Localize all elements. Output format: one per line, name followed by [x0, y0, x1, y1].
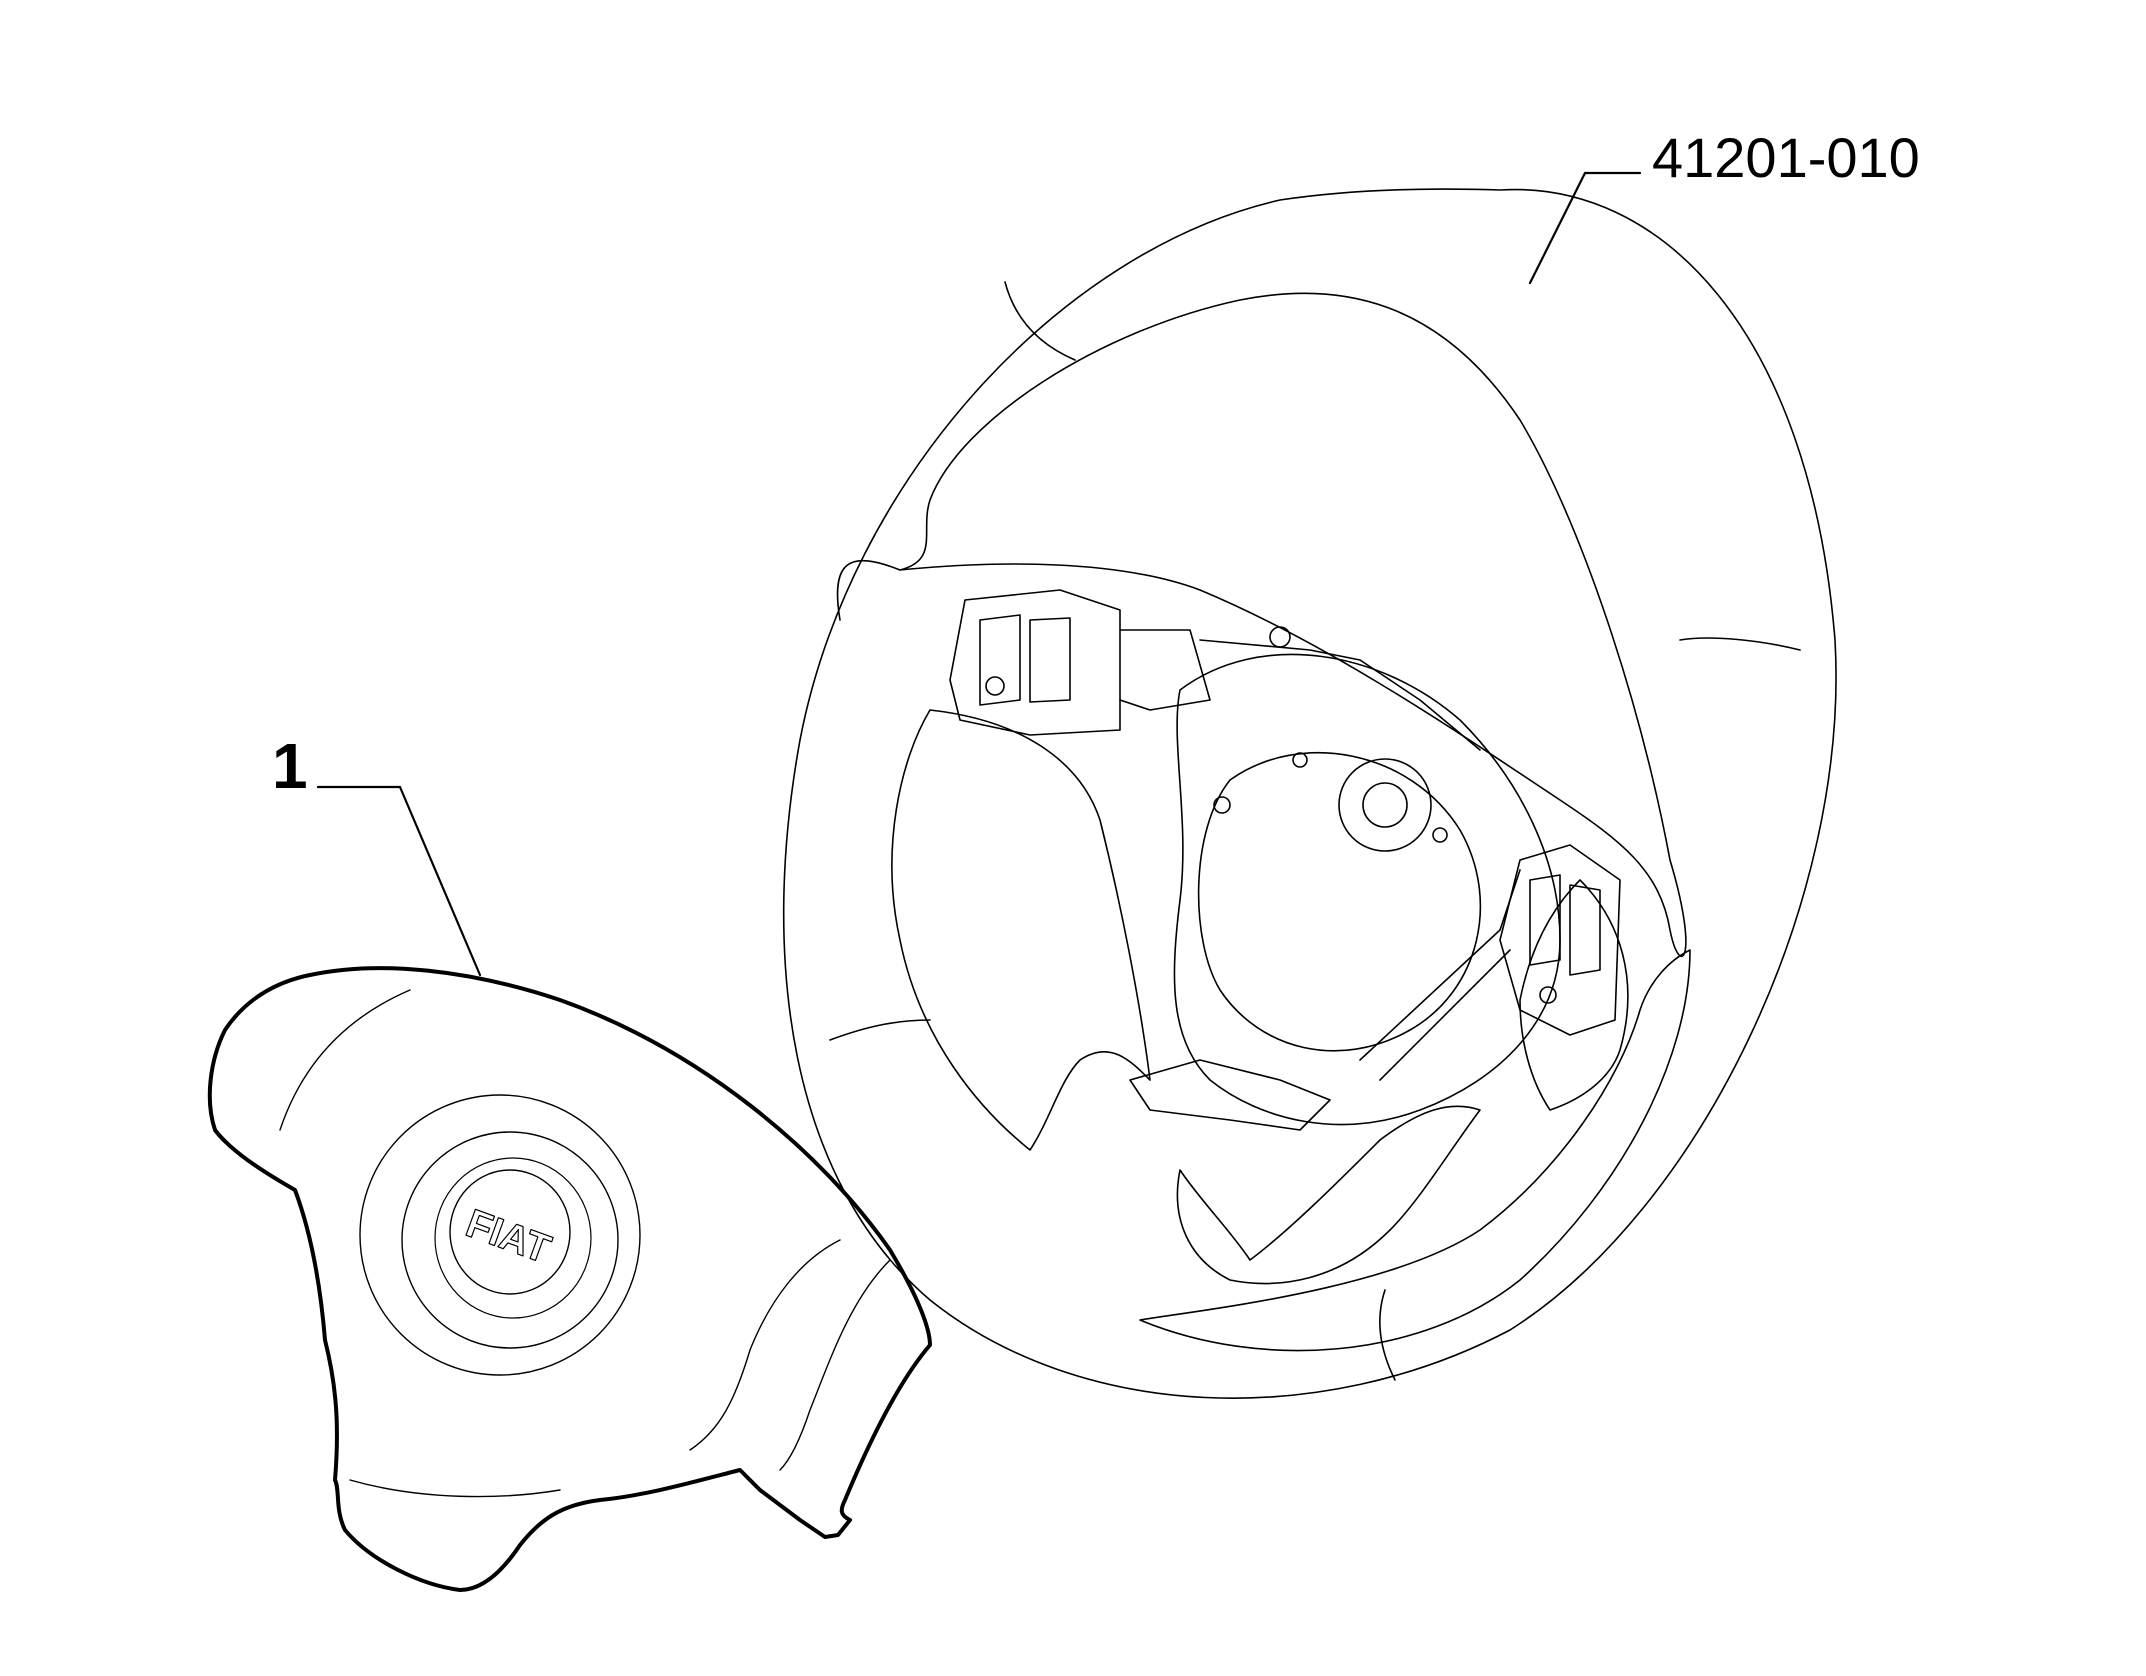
hub-mount-top — [1269, 626, 1291, 648]
airbag-top-crease — [279, 989, 411, 1131]
hub-screw-left — [1213, 796, 1231, 814]
rim-joint-bottom — [1379, 1289, 1396, 1381]
hub-bracket-top — [1199, 639, 1481, 751]
rim-joint-bottom-left — [829, 1019, 931, 1041]
airbag-outline — [207, 966, 932, 1592]
rim-joint-top-left — [1004, 281, 1076, 361]
hub-inner-ring — [1197, 752, 1482, 1052]
airbag-right-edge — [779, 1259, 891, 1471]
wheel-spoke-right — [1519, 879, 1629, 1111]
rim-joint-right — [1679, 637, 1801, 651]
airbag-module: FIAT — [207, 966, 932, 1592]
wheel-spoke-bottom — [1176, 1105, 1481, 1285]
wheel-rim-outer — [782, 188, 1837, 1399]
wheel-rim-inner-top — [836, 292, 1687, 958]
wheel-spoke-left — [891, 709, 1151, 1151]
airbag-emblem-ring-inner — [434, 1157, 592, 1319]
wheel-callout-leader — [1528, 171, 1642, 285]
steering-wheel — [782, 188, 1837, 1399]
right-control-switch — [1499, 844, 1621, 1036]
hub-frame — [1173, 653, 1561, 1126]
airbag-right-crease — [689, 1239, 841, 1451]
steering-column-spline — [1362, 782, 1408, 828]
airbag-logo-disc — [449, 1169, 571, 1295]
airbag-logo: FIAT — [460, 1201, 556, 1272]
steering-column-boss — [1338, 758, 1432, 852]
airbag-emblem-ring-mid — [401, 1131, 619, 1349]
airbag-callout-leader — [316, 785, 482, 977]
left-control-switch — [949, 589, 1211, 736]
airbag-reference-number: 1 — [272, 730, 308, 802]
airbag-emblem-ring-outer — [359, 1094, 641, 1376]
steering-wheel-part-number: 41201-010 — [1652, 126, 1920, 189]
hub-bolt-lower — [1432, 827, 1448, 843]
airbag-bottom-lip — [349, 1479, 561, 1498]
hub-bolt-upper — [1292, 752, 1308, 768]
hub-base-plate — [1129, 1059, 1331, 1131]
hub-bracket-diagonal — [1359, 869, 1521, 1081]
wheel-rim-inner-bottom — [1139, 949, 1691, 1352]
